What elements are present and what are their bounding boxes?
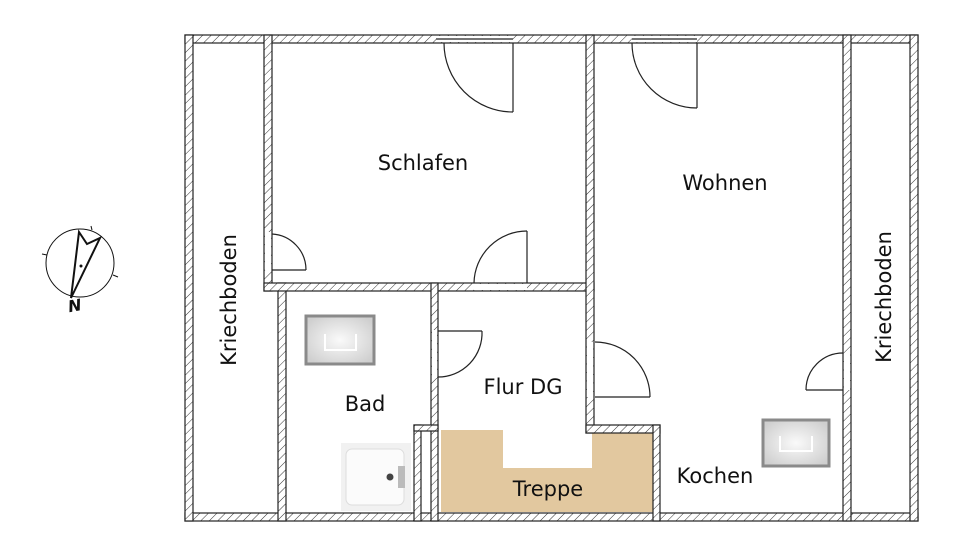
door-schlafen-top[interactable] <box>443 42 514 113</box>
room-label-kochen: Kochen <box>677 464 754 488</box>
door-schlafen-kriechboden[interactable] <box>271 233 307 271</box>
stair-area <box>441 430 653 512</box>
door-wohnen-top[interactable] <box>631 42 698 109</box>
bath-sink-icon <box>304 314 376 366</box>
room-label-treppe: Treppe <box>512 477 583 501</box>
door-flur-bad[interactable] <box>437 330 483 378</box>
north-label: N <box>66 295 83 316</box>
room-label-bad: Bad <box>345 392 386 416</box>
room-label-schlafen: Schlafen <box>378 151 469 175</box>
room-label-kriechboden-right: Kriechboden <box>872 231 896 363</box>
room-label-flur: Flur DG <box>484 375 563 399</box>
north-arrow-icon: N <box>41 225 119 316</box>
room-label-kriechboden-left: Kriechboden <box>217 234 241 366</box>
room-label-wohnen: Wohnen <box>682 171 767 195</box>
kitchen-sink-icon <box>761 418 831 468</box>
door-flur-wohnen[interactable] <box>594 341 651 398</box>
shower-tray-icon <box>341 443 411 511</box>
door-wohnen-kriechboden[interactable] <box>805 352 844 391</box>
door-schlafen-flur[interactable] <box>473 230 528 284</box>
walls <box>184 34 919 522</box>
